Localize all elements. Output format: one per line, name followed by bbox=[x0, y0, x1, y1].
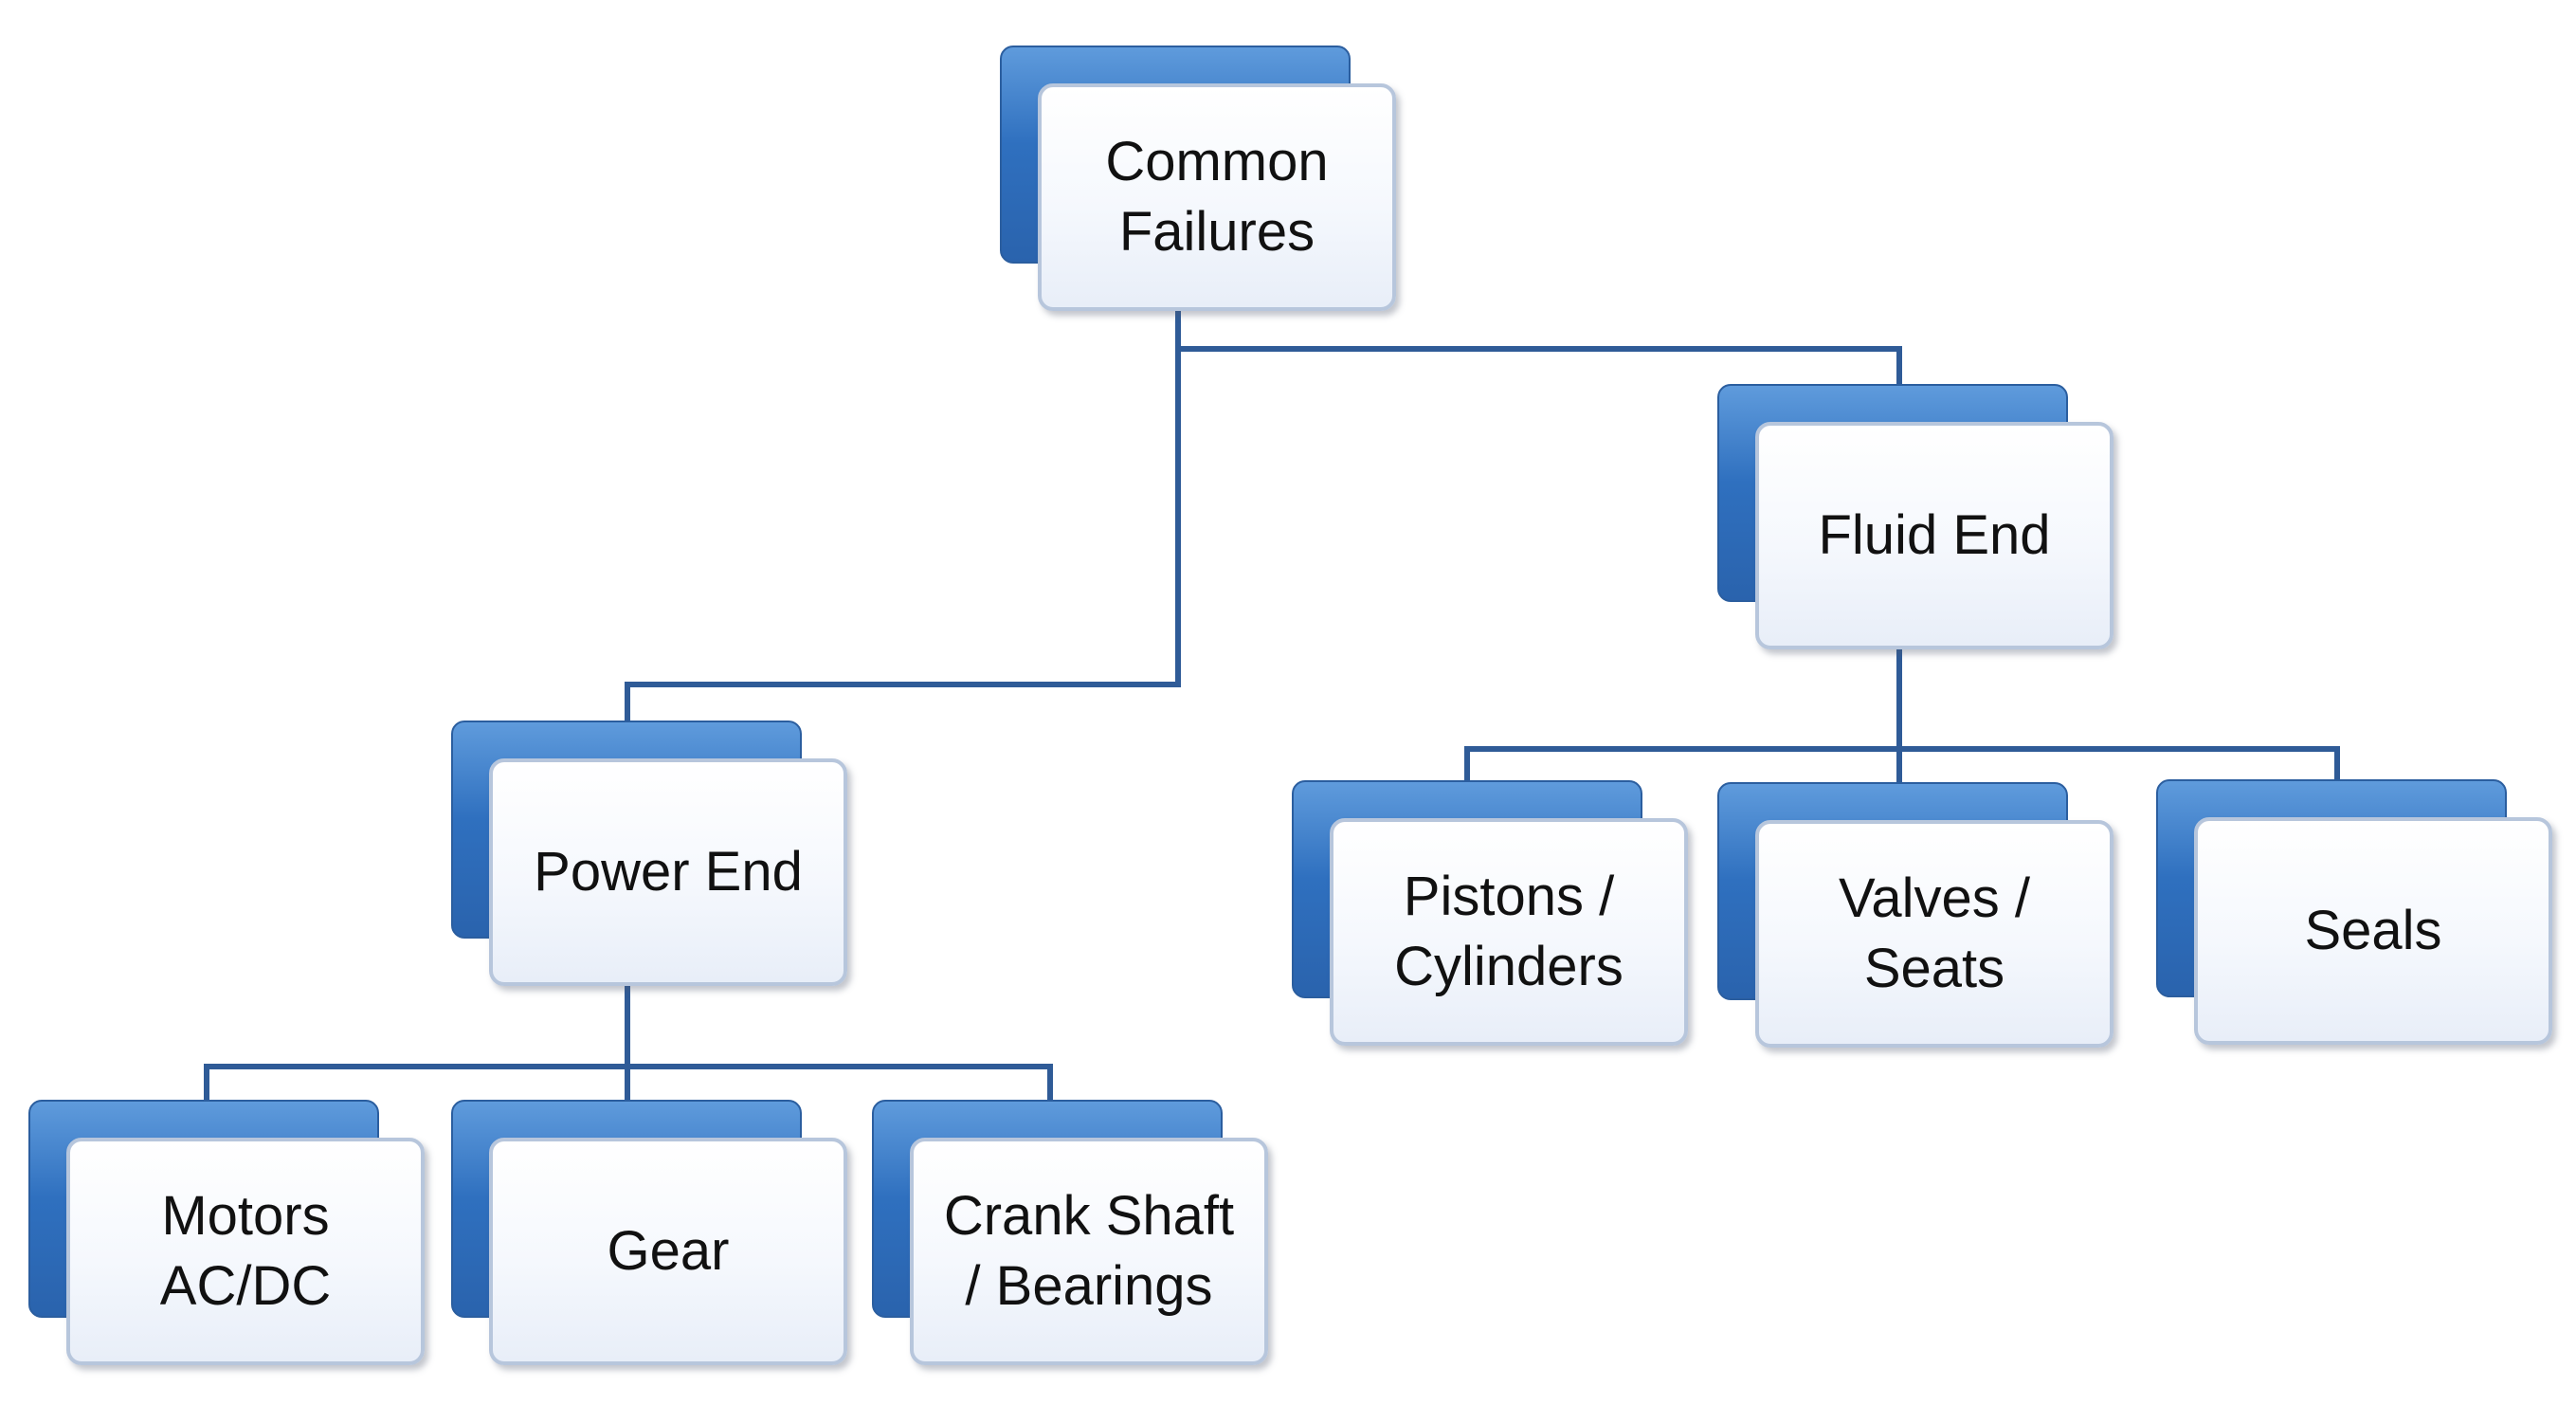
node-label: Valves / Seats bbox=[1838, 867, 2030, 999]
node-motors-acdc: Motors AC/DC bbox=[28, 1100, 426, 1365]
node-seals: Seals bbox=[2156, 779, 2554, 1045]
node-front-card: Valves / Seats bbox=[1755, 820, 2113, 1048]
node-front-card: Common Failures bbox=[1038, 83, 1396, 311]
node-pistons-cylinders: Pistons / Cylinders bbox=[1292, 780, 1690, 1046]
node-front-card: Gear bbox=[489, 1138, 847, 1365]
node-front-card: Motors AC/DC bbox=[66, 1138, 425, 1365]
node-crank-shaft-bearings: Crank Shaft / Bearings bbox=[872, 1100, 1270, 1365]
node-front-card: Fluid End bbox=[1755, 422, 2113, 649]
node-power-end: Power End bbox=[451, 721, 849, 986]
node-label: Power End bbox=[534, 841, 803, 903]
node-front-card: Power End bbox=[489, 758, 847, 986]
node-label: Gear bbox=[607, 1220, 730, 1282]
node-label: Fluid End bbox=[1818, 504, 2051, 566]
node-front-card: Pistons / Cylinders bbox=[1330, 818, 1688, 1046]
node-front-card: Crank Shaft / Bearings bbox=[910, 1138, 1268, 1365]
connector-root-to-power-end bbox=[625, 349, 1181, 758]
node-fluid-end: Fluid End bbox=[1717, 384, 2115, 649]
node-label: Pistons / Cylinders bbox=[1394, 866, 1624, 997]
node-label: Crank Shaft / Bearings bbox=[943, 1185, 1235, 1317]
node-gear: Gear bbox=[451, 1100, 849, 1365]
node-front-card: Seals bbox=[2194, 817, 2552, 1045]
node-common-failures: Common Failures bbox=[1000, 46, 1398, 311]
node-label: Motors AC/DC bbox=[159, 1185, 332, 1317]
node-label: Common Failures bbox=[1105, 131, 1329, 263]
node-label: Seals bbox=[2304, 900, 2442, 961]
node-valves-seats: Valves / Seats bbox=[1717, 782, 2115, 1048]
